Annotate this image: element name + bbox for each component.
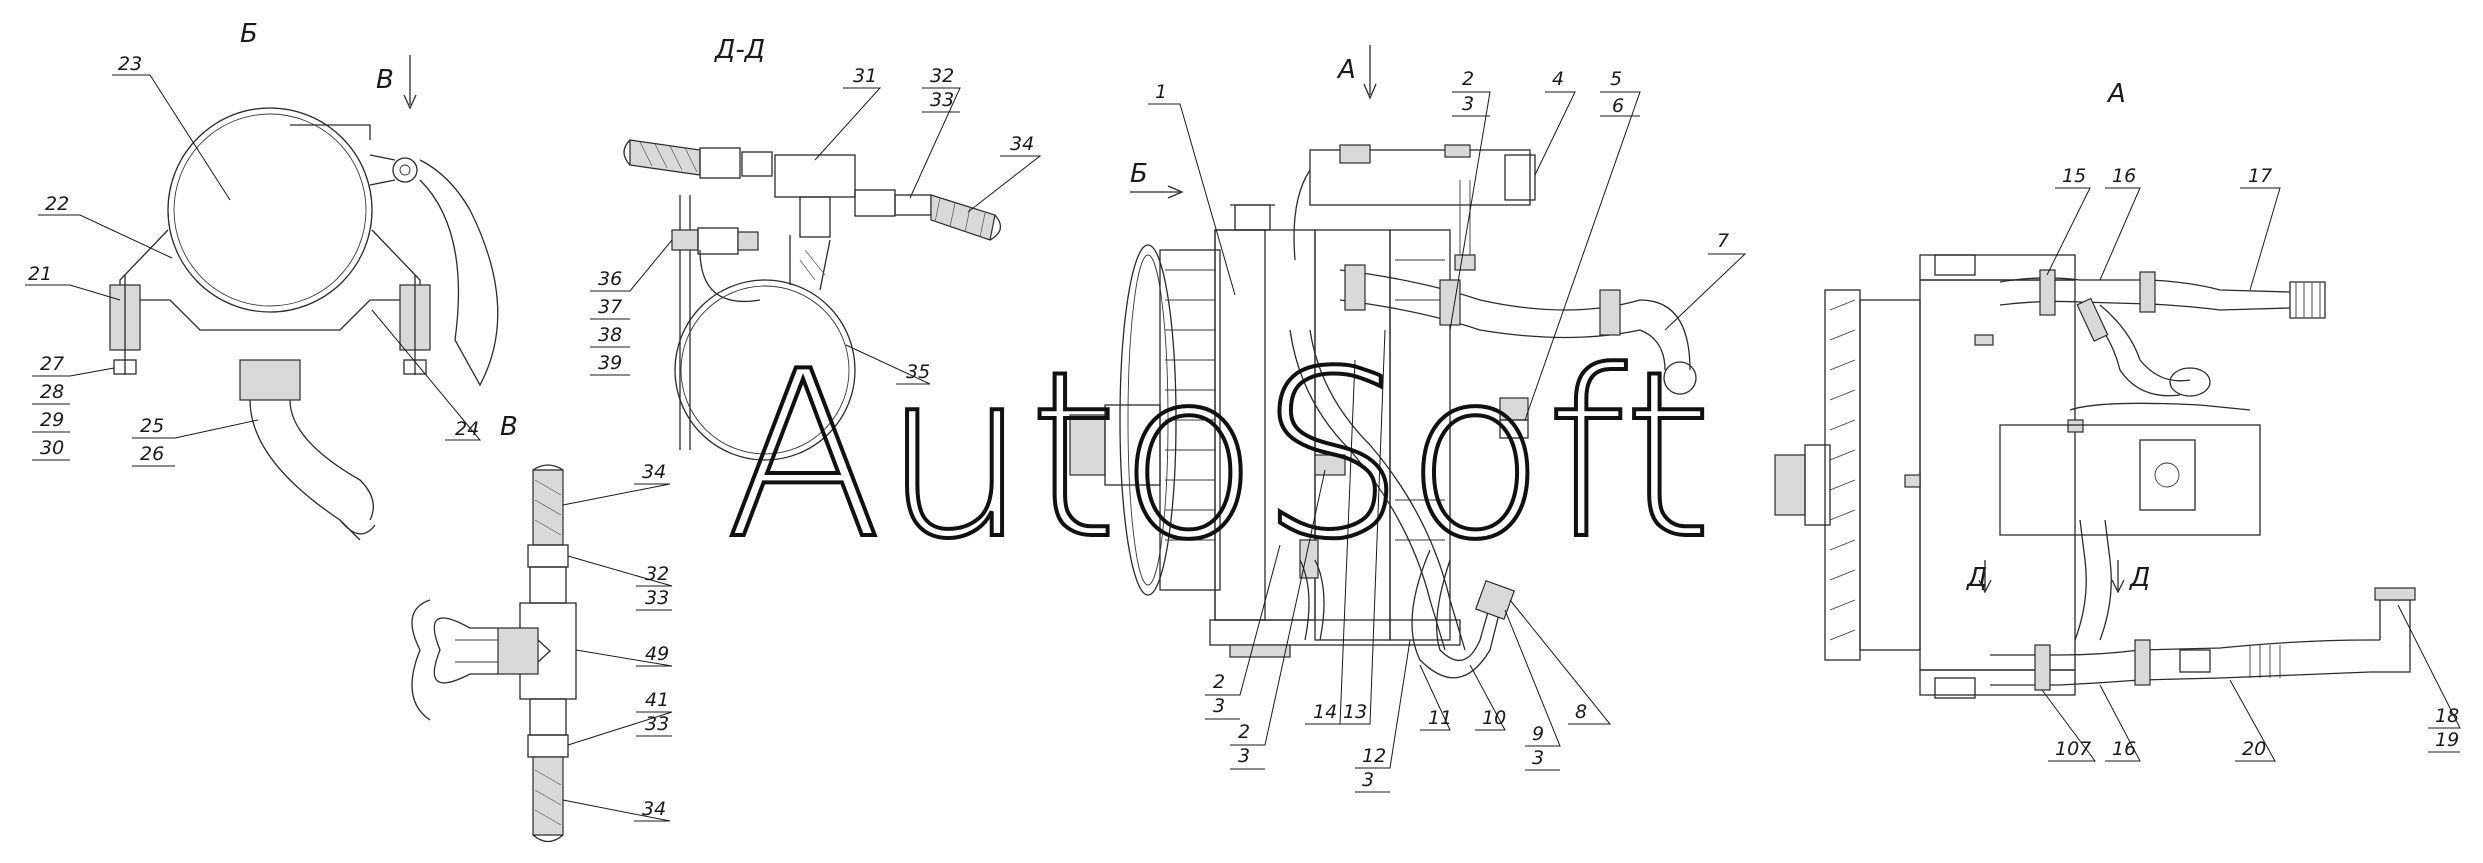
main-assembly-view: А Б [1069, 45, 1747, 793]
callout-12: 12 [1362, 745, 1386, 767]
callout-17: 17 [2248, 165, 2272, 187]
callout-26: 26 [140, 443, 164, 465]
callout-6: 6 [1612, 95, 1624, 117]
callout-15: 15 [2062, 165, 2086, 187]
callout-33-dd: 33 [930, 89, 954, 111]
callout-34-dd: 34 [1010, 133, 1034, 155]
callout-10: 10 [1482, 707, 1506, 729]
callout-29: 29 [40, 409, 64, 431]
view-label-d-right: Д [2129, 563, 2150, 593]
view-label-a-arrow: А [1336, 55, 1356, 85]
callout-25: 25 [140, 415, 164, 437]
callout-36: 36 [598, 268, 622, 290]
callout-3-left-b: 3 [1238, 745, 1250, 767]
callout-16-bottom: 16 [2112, 738, 2136, 760]
callout-22: 22 [45, 193, 69, 215]
callout-2-left-a: 2 [1213, 671, 1225, 693]
callout-3-left-a: 3 [1213, 695, 1225, 717]
view-v-tee-detail: В 34 32 33 49 41 33 34 [411, 412, 673, 843]
view-label-a: А [2106, 79, 2126, 109]
view-label-b-arrow: Б [1130, 159, 1148, 189]
callout-39: 39 [598, 352, 622, 374]
callout-38: 38 [598, 324, 622, 346]
callout-30: 30 [40, 437, 64, 459]
callout-28: 28 [40, 381, 64, 403]
view-label-v: В [500, 412, 518, 442]
callout-14: 14 [1313, 701, 1337, 723]
watermark-text: AutoSoft [725, 323, 1713, 590]
view-label-dd: Д-Д [714, 35, 765, 65]
callout-2-top: 2 [1462, 68, 1474, 90]
callout-23: 23 [118, 53, 142, 75]
callout-27: 27 [40, 353, 64, 375]
callout-33-v-bottom: 33 [645, 713, 669, 735]
callout-33-v-top: 33 [645, 587, 669, 609]
callout-20: 20 [2242, 738, 2266, 760]
view-b-clamp-detail: Б В 23 22 21 27 28 29 [25, 19, 499, 541]
callout-34-v-bottom: 34 [642, 798, 666, 820]
view-a-assembly: А [1774, 79, 2461, 762]
callout-49: 49 [645, 643, 669, 665]
callout-5: 5 [1610, 68, 1622, 90]
callout-3-bottom-a: 3 [1362, 769, 1374, 791]
callout-4: 4 [1552, 68, 1564, 90]
callout-31: 31 [853, 65, 877, 87]
callout-32-dd: 32 [930, 65, 954, 87]
view-label-b: Б [240, 19, 258, 49]
view-dd-section: Д-Д 31 32 33 34 36 [590, 35, 1042, 461]
callout-19: 19 [2435, 729, 2459, 751]
callout-9: 9 [1532, 723, 1544, 745]
callout-1: 1 [1155, 81, 1167, 103]
view-label-v-arrow: В [376, 65, 394, 95]
callout-24: 24 [455, 418, 479, 440]
callout-34-v-top: 34 [642, 461, 666, 483]
callout-7: 7 [1717, 230, 1729, 252]
callout-13: 13 [1343, 701, 1367, 723]
callout-2-left-b: 2 [1238, 721, 1250, 743]
callout-3-bottom-b: 3 [1532, 747, 1544, 769]
callout-16-top: 16 [2112, 165, 2136, 187]
callout-41: 41 [645, 689, 669, 711]
callout-11: 11 [1428, 707, 1452, 729]
callout-3-top: 3 [1462, 93, 1474, 115]
callout-35: 35 [906, 361, 930, 383]
view-label-d-left: Д [1966, 563, 1987, 593]
callout-18: 18 [2435, 705, 2459, 727]
callout-37: 37 [598, 296, 622, 318]
callout-8: 8 [1575, 701, 1587, 723]
callout-21: 21 [28, 263, 52, 285]
